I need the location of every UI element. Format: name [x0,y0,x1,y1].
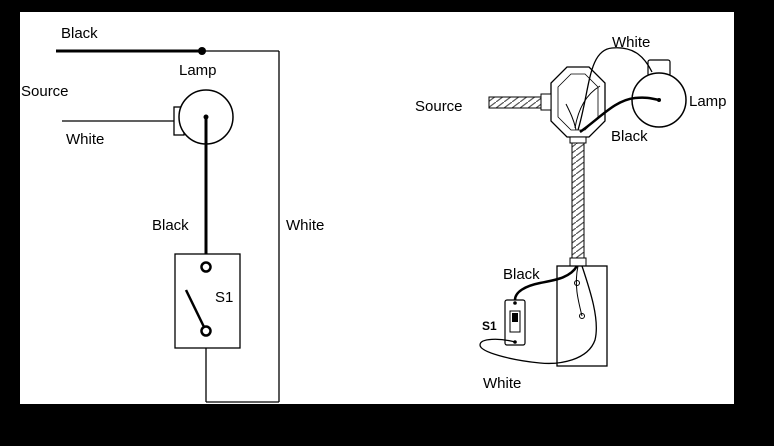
lamp-icon [173,89,234,145]
white-wire-inner [575,265,583,317]
white-label: White [66,131,104,148]
source-cable [488,96,542,109]
conduit-pipe [571,142,585,259]
switch-label: S1 [215,289,233,306]
white-wire-loop [479,265,597,365]
junction-dot [198,47,206,55]
schematic-diagram: Black Lamp Source White Black White S1 [21,25,324,403]
switch-s1-icon [174,253,241,349]
conduit-connector [569,257,587,267]
switch-white-label: White [483,375,521,392]
switch-s1-pictorial-icon [504,299,526,346]
black-wire-to-switch [513,265,579,301]
inner-wire-b [565,103,577,131]
black-wire-to-lamp [579,96,660,134]
black-label-pictorial: Black [611,128,648,145]
diagram-panel [20,12,734,404]
inner-wire-a [574,85,601,129]
white-return-label: White [286,217,324,234]
switch-black-label: Black [503,266,540,283]
pictorial-diagram: White Source Lamp Black Black S1 White [415,34,727,392]
lamp-icon-pictorial [631,59,687,128]
black-label: Black [61,25,98,42]
lamp-label-pictorial: Lamp [689,93,727,110]
white-label-pictorial: White [612,34,650,51]
black-drop-label: Black [152,217,189,234]
lamp-label: Lamp [179,62,217,79]
junction-box-icon [540,66,606,144]
source-label-pictorial: Source [415,98,463,115]
switch-label-pictorial: S1 [482,319,497,333]
source-label: Source [21,83,69,100]
